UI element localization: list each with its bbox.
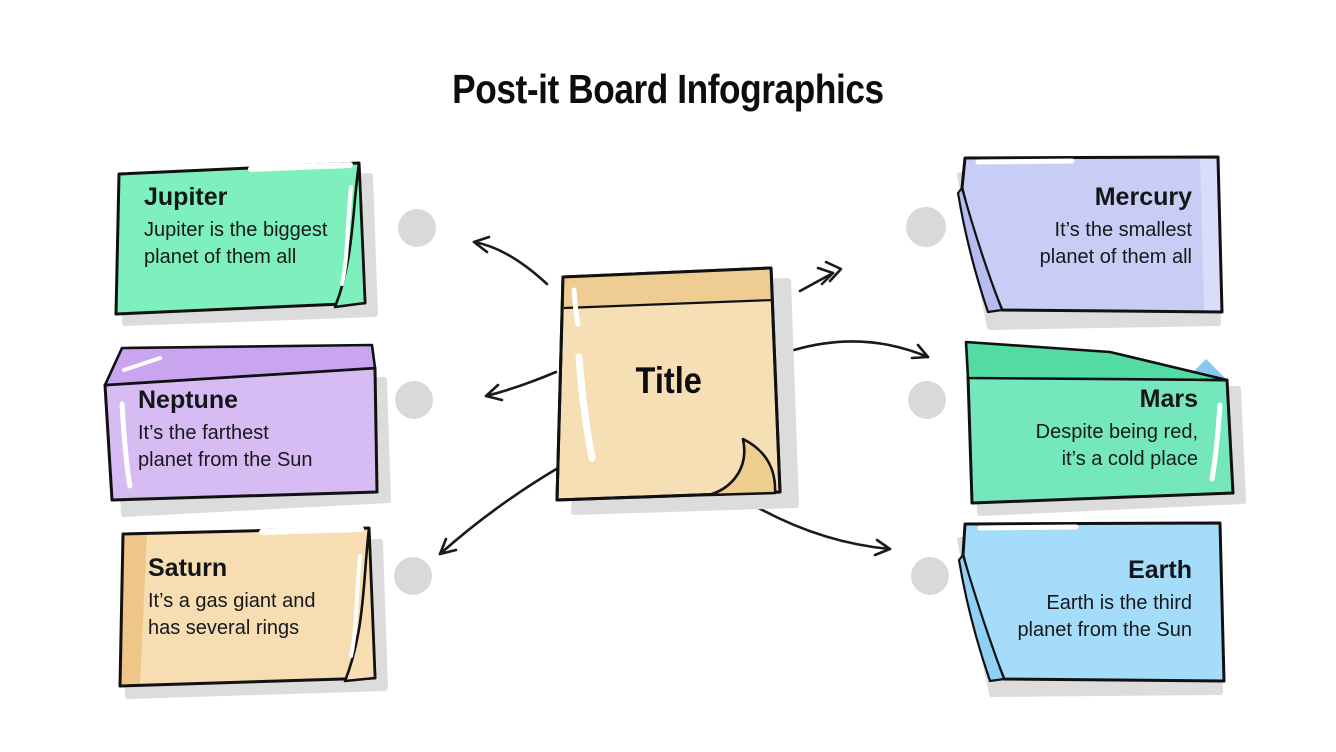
note-mercury-shape xyxy=(956,155,1224,330)
note-mars-shape xyxy=(964,340,1246,516)
arrow-to-mercury-icon xyxy=(798,260,843,293)
note-body-line: Despite being red, xyxy=(1035,420,1198,443)
arrow-to-mars-icon xyxy=(792,340,930,360)
bullet-dot-neptune xyxy=(395,381,433,419)
note-body-line: has several rings xyxy=(148,616,300,639)
note-body-line: planet of them all xyxy=(144,245,297,268)
note-title: Saturn xyxy=(148,554,228,582)
note-title: Mars xyxy=(1139,385,1198,413)
note-body-line: planet from the Sun xyxy=(138,448,313,471)
note-title: Earth xyxy=(1128,556,1192,584)
arrow-to-jupiter-icon xyxy=(472,235,549,286)
note-body-line: It’s the farthest xyxy=(138,421,269,444)
note-earth-shape xyxy=(957,521,1226,697)
note-saturn-shape xyxy=(118,526,388,699)
note-body-line: Earth is the third xyxy=(1046,591,1192,614)
note-jupiter[interactable]: Jupiter Jupiter is the biggest planet of… xyxy=(108,153,378,326)
note-earth[interactable]: Earth Earth is the third planet from the… xyxy=(956,518,1230,697)
arrow-to-saturn-icon xyxy=(438,466,560,556)
note-saturn[interactable]: Saturn It’s a gas giant and has several … xyxy=(110,516,388,699)
center-note-label: Title xyxy=(549,360,789,402)
note-jupiter-shape xyxy=(114,161,378,326)
board-title: Post-it Board Infographics xyxy=(0,66,1336,113)
note-body-line: it’s a cold place xyxy=(1061,447,1198,470)
bullet-dot-saturn xyxy=(394,557,432,595)
board-title-text: Post-it Board Infographics xyxy=(452,66,884,112)
bullet-dot-mars xyxy=(908,381,946,419)
note-body-line: Jupiter is the biggest xyxy=(144,218,328,241)
bullet-dot-jupiter xyxy=(398,209,436,247)
note-mars[interactable]: Mars Despite being red, it’s a cold plac… xyxy=(962,333,1246,516)
note-title: Jupiter xyxy=(144,183,228,211)
note-neptune-shape xyxy=(103,343,391,517)
note-center-shape xyxy=(555,266,799,515)
note-neptune[interactable]: Neptune It’s the farthest planet from th… xyxy=(98,342,391,517)
note-center-title[interactable]: Title xyxy=(549,262,799,515)
bullet-dot-mercury xyxy=(906,207,946,247)
note-body-line: planet of them all xyxy=(1039,245,1192,268)
center-note-label-text: Title xyxy=(635,360,703,401)
note-body-line: planet from the Sun xyxy=(1017,618,1192,641)
arrow-to-neptune-icon xyxy=(484,370,558,402)
bullet-dot-earth xyxy=(911,557,949,595)
note-body-line: It’s a gas giant and xyxy=(148,589,316,612)
note-mercury[interactable]: Mercury It’s the smallest planet of them… xyxy=(956,153,1228,330)
note-title: Neptune xyxy=(138,386,238,414)
note-title: Mercury xyxy=(1094,183,1192,211)
note-body-line: It’s the smallest xyxy=(1054,218,1192,241)
